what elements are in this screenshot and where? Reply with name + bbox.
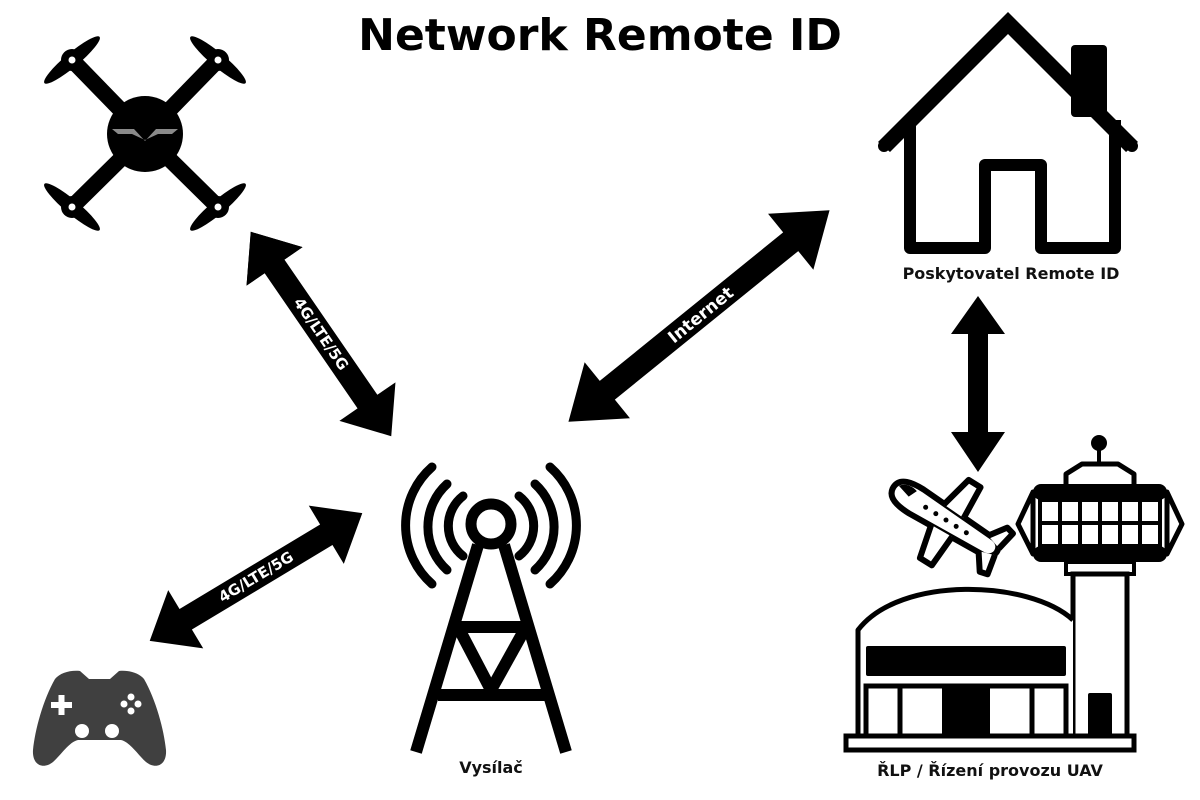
link-label-tower-provider: Internet <box>664 283 737 348</box>
radio-tower-icon <box>401 462 581 754</box>
house-icon <box>878 12 1138 254</box>
arrow-tower-provider: Internet <box>568 210 830 422</box>
drone-logo <box>112 129 178 141</box>
arrow-drone-tower: 4G/LTE/5G <box>246 226 396 437</box>
diagram-title: Network Remote ID <box>358 10 842 61</box>
arrow-controller-tower: 4G/LTE/5G <box>149 505 363 649</box>
airport-tower-icon <box>843 435 1185 753</box>
gamepad-icon <box>32 670 167 766</box>
atc-label: ŘLP / Řízení provozu UAV <box>877 761 1103 780</box>
link-label-controller-tower: 4G/LTE/5G <box>215 548 296 607</box>
arrow-provider-atc <box>951 296 1005 472</box>
tower-label: Vysílač <box>459 758 523 777</box>
link-label-drone-tower: 4G/LTE/5G <box>290 294 352 373</box>
drone-icon <box>44 36 246 231</box>
provider-label: Poskytovatel Remote ID <box>903 264 1120 283</box>
airplane-icon <box>888 476 1016 578</box>
